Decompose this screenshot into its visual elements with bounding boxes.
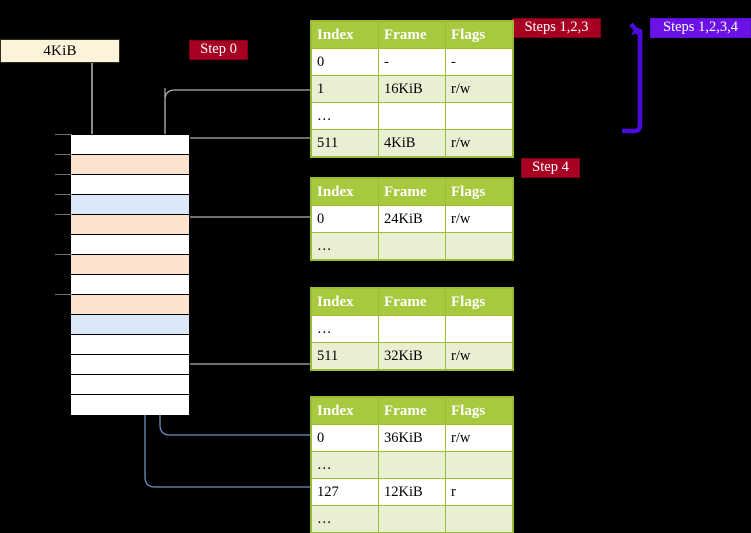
memory-tick xyxy=(55,214,72,215)
cell-frame xyxy=(378,505,446,533)
memory-tick xyxy=(55,254,72,255)
badge-steps-1234: Steps 1,2,3,4 xyxy=(650,18,751,38)
memory-frame-row xyxy=(71,375,189,395)
badge-label: Steps 1,2,3 xyxy=(524,18,589,35)
badge-label: Step 4 xyxy=(532,158,569,175)
source-frame-label: 4KiB xyxy=(43,42,77,59)
cell-index: 0 xyxy=(311,205,379,233)
cell-flags xyxy=(445,315,513,343)
memory-frame-row xyxy=(71,235,189,255)
badge-step-4: Step 4 xyxy=(521,158,580,178)
cell-frame xyxy=(378,102,446,130)
memory-frame-row xyxy=(71,395,189,415)
table-row: … xyxy=(311,505,513,533)
memory-frame-row xyxy=(71,295,189,315)
table-row: 0-- xyxy=(311,48,513,76)
source-frame-box: 4KiB xyxy=(0,39,120,63)
cell-index: 127 xyxy=(311,478,379,506)
cell-flags: r/w xyxy=(445,205,513,233)
cell-flags xyxy=(445,102,513,130)
cell-flags xyxy=(445,451,513,479)
table-row: … xyxy=(311,315,513,343)
cell-frame xyxy=(378,315,446,343)
cell-index: 511 xyxy=(311,342,379,370)
wire-l2-row0-to-memory xyxy=(177,216,311,256)
cell-index: … xyxy=(311,102,379,130)
column-header-index: Index xyxy=(311,178,379,206)
column-header-frame: Frame xyxy=(378,397,446,425)
cell-flags xyxy=(445,505,513,533)
column-header-frame: Frame xyxy=(378,178,446,206)
cell-flags: - xyxy=(445,48,513,76)
cell-index: 1 xyxy=(311,75,379,103)
column-header-frame: Frame xyxy=(378,21,446,49)
cell-index: … xyxy=(311,232,379,260)
cell-index: 0 xyxy=(311,424,379,452)
memory-frame-row xyxy=(71,175,189,195)
column-header-index: Index xyxy=(311,397,379,425)
cell-frame: 4KiB xyxy=(378,129,446,157)
memory-frame-row xyxy=(71,355,189,375)
cell-frame: - xyxy=(378,48,446,76)
memory-frame-row xyxy=(71,215,189,235)
badge-label: Steps 1,2,3,4 xyxy=(663,18,738,35)
memory-tick xyxy=(55,174,72,175)
badge-label: Step 0 xyxy=(200,40,237,57)
cell-index: … xyxy=(311,315,379,343)
column-header-index: Index xyxy=(311,288,379,316)
memory-frame-row xyxy=(71,335,189,355)
cell-index: … xyxy=(311,505,379,533)
cell-frame: 32KiB xyxy=(378,342,446,370)
wire-l3-row511-to-memory xyxy=(172,311,311,365)
cell-flags: r/w xyxy=(445,75,513,103)
cell-flags xyxy=(445,232,513,260)
column-header-index: Index xyxy=(311,21,379,49)
badge-steps-123: Steps 1,2,3 xyxy=(512,18,601,38)
column-header-flags: Flags xyxy=(445,397,513,425)
memory-frame-row xyxy=(71,195,189,215)
memory-tick xyxy=(55,294,72,295)
table-row: … xyxy=(311,451,513,479)
cell-flags: r xyxy=(445,478,513,506)
table-row: … xyxy=(311,232,513,260)
badge-step-0: Step 0 xyxy=(189,40,248,60)
table-row: … xyxy=(311,102,513,130)
memory-frame-row xyxy=(71,315,189,335)
cell-frame xyxy=(378,451,446,479)
memory-frame-row xyxy=(71,275,189,295)
cell-frame: 16KiB xyxy=(378,75,446,103)
cell-index: … xyxy=(311,451,379,479)
cell-frame xyxy=(378,232,446,260)
cell-index: 511 xyxy=(311,129,379,157)
memory-tick xyxy=(55,134,72,135)
cell-flags: r/w xyxy=(445,129,513,157)
column-header-flags: Flags xyxy=(445,178,513,206)
cell-frame: 12KiB xyxy=(378,478,446,506)
cell-frame: 36KiB xyxy=(378,424,446,452)
column-header-flags: Flags xyxy=(445,288,513,316)
physical-memory-column xyxy=(70,134,190,415)
cell-frame: 24KiB xyxy=(378,205,446,233)
wire-steps-1234-bracket xyxy=(622,22,643,134)
memory-frame-row xyxy=(71,155,189,175)
column-header-flags: Flags xyxy=(445,21,513,49)
memory-frame-row xyxy=(71,255,189,275)
cell-index: 0 xyxy=(311,48,379,76)
cell-flags: r/w xyxy=(445,342,513,370)
memory-tick xyxy=(55,194,72,195)
memory-frame-row xyxy=(71,135,189,155)
column-header-frame: Frame xyxy=(378,288,446,316)
cell-flags: r/w xyxy=(445,424,513,452)
memory-tick xyxy=(55,154,72,155)
